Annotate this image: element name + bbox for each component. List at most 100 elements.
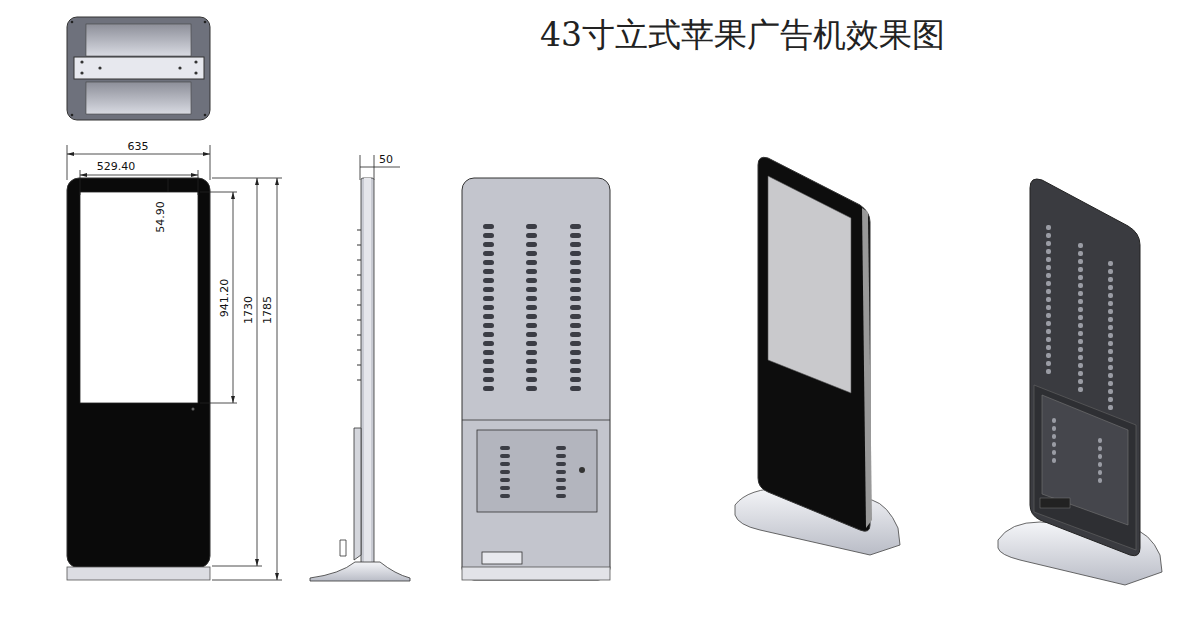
- vent-slot: [483, 305, 494, 310]
- vent-slot: [1046, 305, 1051, 310]
- vent-slot: [500, 470, 510, 474]
- vent-slot: [556, 494, 566, 498]
- vent-slot: [1052, 442, 1056, 447]
- vent-slot: [570, 251, 581, 256]
- vent-slot: [483, 242, 494, 247]
- vent-slot: [500, 494, 510, 498]
- vent-slot: [500, 478, 510, 482]
- vent-slot: [570, 323, 581, 328]
- vent-slot: [1046, 233, 1051, 238]
- vent-slot: [1078, 299, 1083, 304]
- vent-slot: [1078, 371, 1083, 376]
- dimension-label: 1785: [262, 295, 274, 325]
- vent-slot: [570, 350, 581, 355]
- vent-slot: [526, 377, 537, 382]
- vent-slot: [1046, 225, 1051, 230]
- vent-slot: [1098, 470, 1102, 475]
- vent-slot: [1078, 275, 1083, 280]
- vent-slot: [1078, 267, 1083, 272]
- dimension-label: 1730: [243, 295, 255, 325]
- vent-slot: [1078, 379, 1083, 384]
- perspective-back: [998, 179, 1162, 585]
- vent-slot: [500, 486, 510, 490]
- vent-slot: [1078, 363, 1083, 368]
- vent-slot: [483, 260, 494, 265]
- vent-slot: [526, 287, 537, 292]
- vent-slot: [1108, 285, 1113, 290]
- dimension-label: 54.90: [155, 200, 167, 234]
- vent-slot: [1046, 289, 1051, 294]
- vent-slot: [1078, 355, 1083, 360]
- vent-slot: [1078, 251, 1083, 256]
- vent-slot: [1098, 462, 1102, 467]
- vent-slot: [483, 368, 494, 373]
- vent-slot: [1108, 293, 1113, 298]
- vent-slot: [1108, 301, 1113, 306]
- vent-slot: [1108, 397, 1113, 402]
- vent-slot: [526, 242, 537, 247]
- vent-slot: [483, 251, 494, 256]
- vent-slot: [500, 446, 510, 450]
- vent-slot: [556, 486, 566, 490]
- vent-slot: [1108, 405, 1113, 410]
- dimension-arrows: [67, 152, 279, 580]
- vent-slot: [1078, 339, 1083, 344]
- front-view: [67, 178, 210, 580]
- vent-slot: [570, 296, 581, 301]
- vent-slot: [483, 377, 494, 382]
- vent-slot: [1098, 446, 1102, 451]
- vent-slot: [570, 269, 581, 274]
- vent-slot: [1046, 273, 1051, 278]
- vent-slot: [483, 323, 494, 328]
- vent-slot: [1078, 387, 1083, 392]
- vent-slot: [500, 454, 510, 458]
- vent-slot: [570, 332, 581, 337]
- vent-slot: [526, 359, 537, 364]
- perspective-front: [735, 157, 900, 555]
- vent-slot: [1046, 361, 1051, 366]
- vent-slot: [1046, 321, 1051, 326]
- vent-slot: [1078, 331, 1083, 336]
- vent-slot: [1108, 365, 1113, 370]
- vent-slot: [556, 470, 566, 474]
- vent-slot: [483, 341, 494, 346]
- vent-slot: [1108, 349, 1113, 354]
- vent-slot: [526, 269, 537, 274]
- vent-slot: [1046, 241, 1051, 246]
- vent-slot: [483, 269, 494, 274]
- vent-slot: [483, 332, 494, 337]
- vent-slot: [570, 341, 581, 346]
- vent-slot: [556, 454, 566, 458]
- back-view: [462, 178, 610, 580]
- vent-slot: [526, 368, 537, 373]
- vent-slot: [1078, 315, 1083, 320]
- vent-slot: [526, 296, 537, 301]
- vent-slot: [1046, 281, 1051, 286]
- side-view: [310, 178, 410, 581]
- vent-slot: [500, 462, 510, 466]
- vent-slot: [483, 350, 494, 355]
- vent-slot: [1108, 325, 1113, 330]
- vent-slot: [526, 323, 537, 328]
- vent-slot: [483, 386, 494, 391]
- vent-slot: [570, 305, 581, 310]
- vent-slot: [1108, 277, 1113, 282]
- top-view: [67, 17, 210, 120]
- vent-slot: [1078, 323, 1083, 328]
- vent-slot: [1046, 329, 1051, 334]
- dimension-label: 529.40: [96, 161, 137, 173]
- vent-slot: [483, 278, 494, 283]
- vent-slot: [483, 359, 494, 364]
- vent-slot: [1046, 353, 1051, 358]
- vent-slot: [1052, 450, 1056, 455]
- vent-slot: [570, 314, 581, 319]
- vent-slot: [526, 386, 537, 391]
- vent-slot: [1098, 438, 1102, 443]
- vent-slot: [483, 287, 494, 292]
- vent-slot: [570, 224, 581, 229]
- vent-slot: [1108, 341, 1113, 346]
- vent-slot: [1078, 243, 1083, 248]
- vent-slot: [570, 377, 581, 382]
- vent-slot: [570, 287, 581, 292]
